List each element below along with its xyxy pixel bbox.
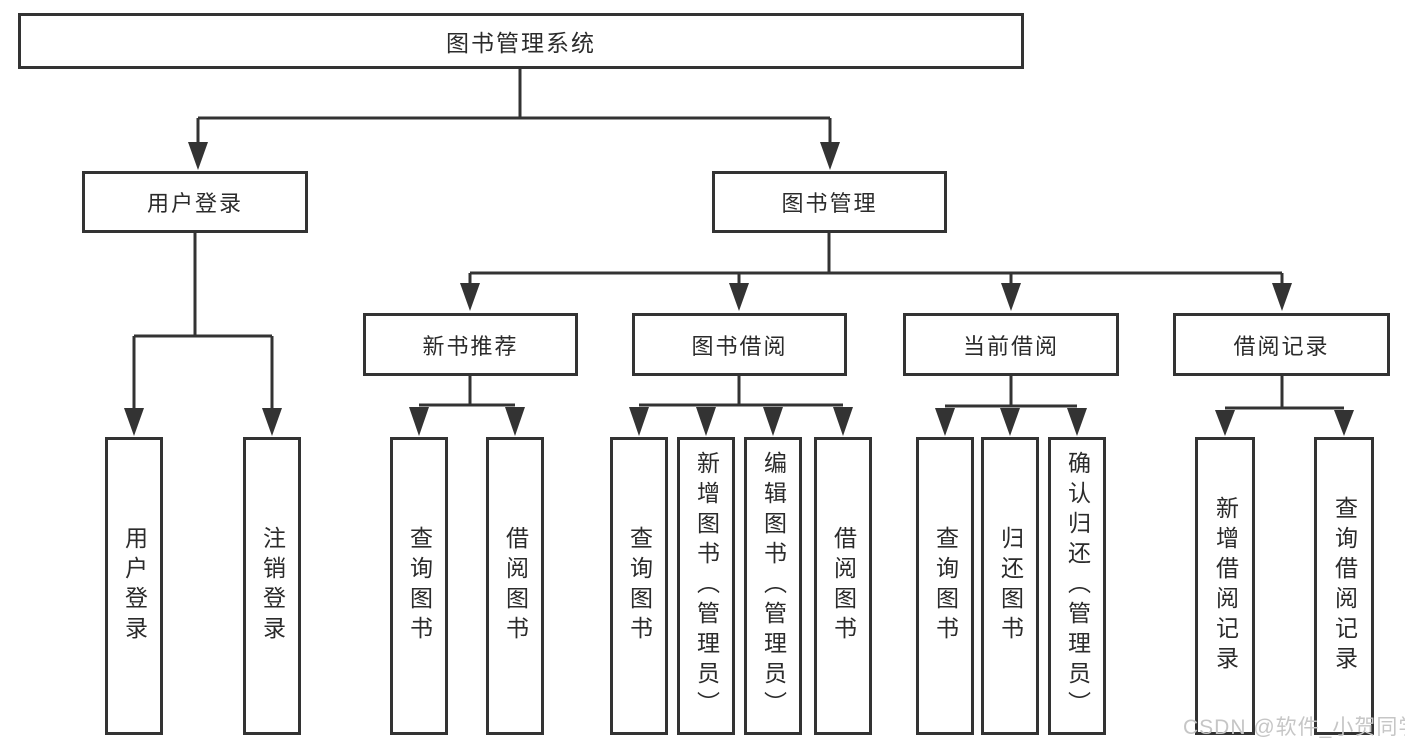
- leaf-nb-borrow-books: 借阅图书: [486, 437, 544, 735]
- leaf-cb-query-books-label: 查询图书: [932, 526, 959, 646]
- leaf-bb-query-books: 查询图书: [610, 437, 668, 735]
- leaf-nb-query-books: 查询图书: [390, 437, 448, 735]
- leaf-bb-borrow-books-label: 借阅图书: [830, 526, 857, 646]
- node-current-borrow: 当前借阅: [903, 313, 1119, 376]
- leaf-cb-return-books-label: 归还图书: [997, 526, 1024, 646]
- leaf-bb-add-books-label: 新增图书（管理员）: [693, 451, 720, 721]
- leaf-bb-edit-books-label: 编辑图书（管理员）: [760, 451, 787, 721]
- connector-borrow-records-to-leaves: [1215, 376, 1354, 436]
- node-borrow-records-label: 借阅记录: [1233, 333, 1330, 359]
- watermark: CSDN @软件_小贺同学: [1183, 716, 1405, 739]
- leaf-logout: 注销登录: [243, 437, 301, 735]
- leaf-nb-query-books-label: 查询图书: [406, 526, 433, 646]
- leaf-cb-return-books: 归还图书: [981, 437, 1039, 735]
- connector-book-mgmt-to-level2: [460, 233, 1292, 311]
- node-root-label: 图书管理系统: [446, 30, 596, 56]
- node-book-mgmt-label: 图书管理: [781, 191, 878, 216]
- leaf-cb-query-books: 查询图书: [916, 437, 974, 735]
- leaf-bb-query-books-label: 查询图书: [626, 526, 653, 646]
- node-user-login-label: 用户登录: [146, 191, 243, 216]
- node-borrow-records: 借阅记录: [1173, 313, 1390, 376]
- leaf-user-login-label: 用户登录: [121, 526, 148, 646]
- leaf-bb-edit-books: 编辑图书（管理员）: [744, 437, 802, 735]
- leaf-br-add-record: 新增借阅记录: [1195, 437, 1255, 735]
- node-book-borrow-label: 图书借阅: [691, 333, 788, 359]
- leaf-user-login: 用户登录: [105, 437, 163, 735]
- node-book-borrow: 图书借阅: [632, 313, 847, 376]
- node-book-mgmt: 图书管理: [712, 171, 947, 233]
- leaf-cb-confirm-return: 确认归还（管理员）: [1048, 437, 1106, 735]
- leaf-cb-confirm-return-label: 确认归还（管理员）: [1064, 451, 1091, 721]
- leaf-nb-borrow-books-label: 借阅图书: [502, 526, 529, 646]
- node-root: 图书管理系统: [18, 13, 1024, 69]
- leaf-bb-add-books: 新增图书（管理员）: [677, 437, 735, 735]
- connector-current-borrow-to-leaves: [935, 376, 1087, 436]
- connector-user-login-to-leaves: [124, 233, 282, 436]
- leaf-br-query-record: 查询借阅记录: [1314, 437, 1374, 735]
- connector-book-borrow-to-leaves: [629, 376, 853, 436]
- leaf-bb-borrow-books: 借阅图书: [814, 437, 872, 735]
- node-user-login: 用户登录: [82, 171, 308, 233]
- connector-root-to-level1: [188, 69, 840, 170]
- node-current-borrow-label: 当前借阅: [962, 333, 1059, 359]
- leaf-br-query-record-label: 查询借阅记录: [1331, 496, 1358, 676]
- node-new-books: 新书推荐: [363, 313, 578, 376]
- leaf-logout-label: 注销登录: [259, 526, 286, 646]
- leaf-br-add-record-label: 新增借阅记录: [1212, 496, 1239, 676]
- connector-new-books-to-leaves: [409, 376, 525, 436]
- node-new-books-label: 新书推荐: [422, 333, 519, 359]
